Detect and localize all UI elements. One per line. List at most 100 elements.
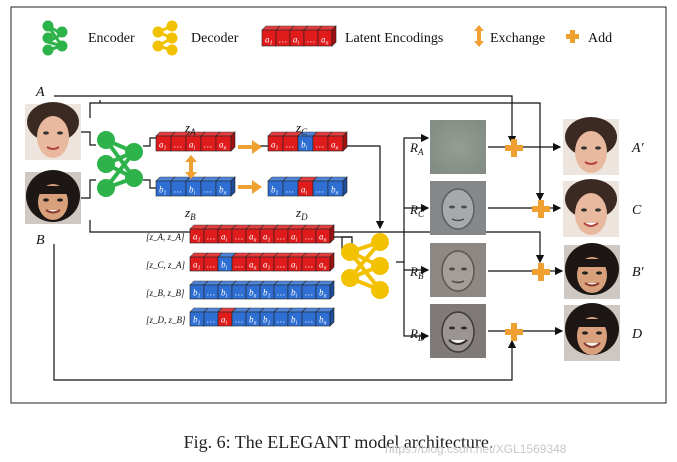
- label-zd: zD: [295, 205, 308, 222]
- latent-cell-label: b1: [193, 315, 201, 327]
- latent-cell: …: [203, 307, 223, 327]
- latent-cell: an: [245, 252, 265, 272]
- latent-cell: …: [273, 252, 293, 272]
- latent-cell: ai: [289, 25, 309, 47]
- figure-caption: Fig. 6: The ELEGANT model architecture.: [183, 432, 494, 452]
- latent-cell: …: [282, 131, 303, 152]
- latent-cell-label: an: [319, 232, 327, 244]
- output-label-a-prime: A′: [631, 141, 645, 156]
- latent-cell: …: [312, 131, 333, 152]
- residual-image-ra: [430, 120, 486, 174]
- latent-cell-label: b1: [271, 185, 279, 197]
- latent-cell-label: bn: [319, 288, 327, 300]
- exchange-arrow: [185, 155, 197, 179]
- latent-cell-label: …: [235, 232, 243, 242]
- latent-cell: …: [273, 224, 293, 244]
- latent-cell-label: bi: [301, 140, 308, 152]
- latent-cell-label: bi: [291, 288, 298, 300]
- latent-cell-label: ai: [291, 232, 298, 244]
- latent-cell: b1: [267, 176, 288, 197]
- label-zc: zC: [295, 120, 308, 137]
- latent-cell-label: an: [319, 260, 327, 272]
- latent-cell-label: a1: [265, 35, 273, 47]
- latent-cell-label: …: [316, 185, 324, 195]
- latent-bar-zd: b1 … ai … bn: [267, 176, 348, 197]
- legend-add-label: Add: [588, 31, 612, 46]
- latent-cell-label: …: [286, 140, 294, 150]
- latent-cell-label: a1: [263, 232, 271, 244]
- latent-cell-label: …: [174, 140, 182, 150]
- latent-cell-label: …: [235, 315, 243, 325]
- latent-cell-label: …: [277, 315, 285, 325]
- encoder-network: [97, 131, 143, 197]
- legend-add-icon: [566, 30, 579, 43]
- latent-cell: …: [303, 25, 323, 47]
- latent-cell-label: b1: [159, 185, 167, 197]
- latent-cell: …: [200, 176, 221, 197]
- latent-cell-label: …: [307, 35, 315, 45]
- residual-label-rb: RB: [409, 264, 424, 281]
- concat-row-label: [z_C, z_A]: [146, 260, 186, 270]
- add-node-b: [532, 263, 550, 281]
- latent-cell-label: …: [174, 185, 182, 195]
- latent-cell-label: …: [305, 288, 313, 298]
- legend-latent-encoding-bar: a1…ai…an: [261, 25, 337, 47]
- residual-image-rb: [430, 243, 486, 297]
- latent-cell-label: an: [249, 260, 257, 272]
- latent-cell-label: a1: [271, 140, 279, 152]
- output-image-a-prime: [563, 117, 619, 175]
- latent-cell: an: [327, 131, 348, 152]
- latent-cell-label: a1: [193, 260, 201, 272]
- latent-cell-label: bn: [331, 185, 339, 197]
- latent-cell-label: ai: [301, 185, 308, 197]
- latent-cell: …: [231, 224, 251, 244]
- input-image-a: [25, 102, 81, 160]
- latent-cell-label: …: [277, 288, 285, 298]
- latent-cell-label: b1: [263, 288, 271, 300]
- latent-cell: an: [215, 131, 236, 152]
- residual-label-rd: RD: [409, 326, 425, 343]
- latent-cell-label: an: [249, 232, 257, 244]
- latent-cell-label: ai: [293, 35, 300, 47]
- latent-cell-label: an: [331, 140, 339, 152]
- legend-exchange-icon: [474, 25, 484, 47]
- latent-cell-label: bi: [291, 315, 298, 327]
- output-image-c: [563, 179, 619, 237]
- latent-cell-label: a1: [263, 260, 271, 272]
- latent-cell-label: …: [235, 288, 243, 298]
- pair-arrow-top: [238, 140, 262, 154]
- latent-bar-zb: b1…bi…bn: [155, 176, 236, 197]
- label-za: zA: [184, 120, 196, 137]
- latent-cell: b1: [259, 280, 279, 300]
- legend-decoder-label: Decoder: [191, 31, 239, 46]
- latent-cell-label: …: [286, 185, 294, 195]
- residual-label-rc: RC: [409, 202, 425, 219]
- latent-cell-label: b1: [193, 288, 201, 300]
- latent-cell: …: [203, 280, 223, 300]
- legend: Encoder Decoder a1…ai…an Latent Encoding…: [42, 20, 612, 56]
- latent-bar-za: a1…ai…an: [155, 131, 236, 152]
- latent-cell: ai: [297, 176, 318, 197]
- latent-cell-label: …: [235, 260, 243, 270]
- decoder-network: [341, 233, 389, 299]
- latent-cell-label: …: [207, 232, 215, 242]
- latent-cell-label: bi: [189, 185, 196, 197]
- latent-cell: an: [317, 25, 337, 47]
- legend-exchange-label: Exchange: [490, 31, 545, 46]
- concat-row-label: [z_D, z_B]: [146, 315, 186, 325]
- latent-cell: …: [170, 131, 191, 152]
- latent-cell: …: [301, 252, 321, 272]
- latent-cell-label: bn: [249, 288, 257, 300]
- latent-cell-label: bn: [219, 185, 227, 197]
- legend-latent-cells: a1…ai…an: [261, 25, 337, 47]
- latent-cell-label: …: [305, 260, 313, 270]
- watermark: https://blog.csdn.net/XGL1569348: [385, 442, 567, 456]
- add-node-c: [532, 200, 550, 218]
- latent-cell: …: [231, 307, 251, 327]
- latent-cell-label: …: [277, 260, 285, 270]
- output-image-b-prime: [564, 243, 620, 299]
